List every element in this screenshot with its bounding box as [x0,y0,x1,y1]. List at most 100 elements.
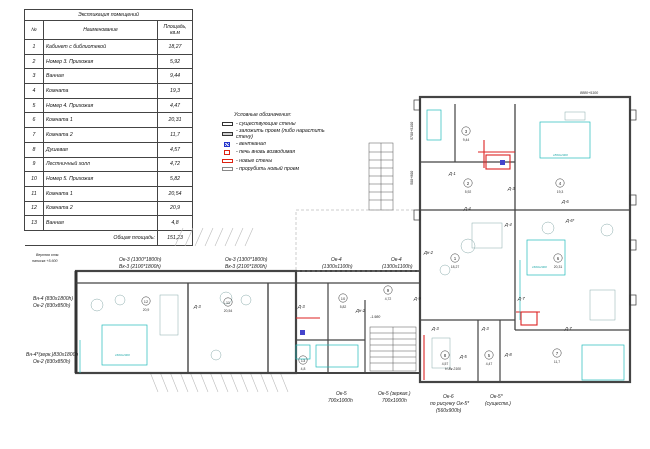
svg-text:700x1000h: 700x1000h [328,398,353,404]
svg-text:Верхняя отм.: Верхняя отм. [36,253,59,257]
cell-area: 19,3 [157,83,193,99]
total-label: Общая площадь: [24,229,158,246]
svg-text:19,3: 19,3 [557,190,564,194]
svg-text:(1300x1100h): (1300x1100h) [322,264,353,270]
svg-text:4,8: 4,8 [301,367,306,371]
svg-text:Д-7: Д-7 [564,326,572,331]
svg-text:4,72: 4,72 [385,297,392,301]
svg-text:Д-3: Д-3 [431,326,439,331]
svg-text:3: 3 [465,129,468,134]
svg-text:написка +5.600: написка +5.600 [32,259,58,263]
vent-icon [224,141,230,147]
legend-text: - заложить проем (либо нарастить стену) [236,128,325,141]
legend-text: - существующие стены [236,121,296,128]
fixtures [79,109,625,381]
svg-text:-1.980: -1.980 [370,315,380,319]
svg-text:Вк-3 (2100*1800h): Вк-3 (2100*1800h) [119,264,161,270]
svg-text:20,9: 20,9 [143,308,150,312]
svg-text:12: 12 [144,299,149,304]
svg-text:Д-4: Д-4 [504,222,512,227]
svg-text:11: 11 [226,300,231,305]
svg-text:Дн-2: Дн-2 [355,308,366,313]
header-area: Площадь, кв.м [157,20,193,40]
svg-text:1: 1 [454,256,457,261]
svg-text:4,57: 4,57 [442,362,449,366]
svg-text:9: 9 [387,288,390,293]
svg-text:8: 8 [444,353,447,358]
roof-hatch-bottom [149,371,289,393]
stairs-upper [368,142,394,211]
legend-swatch-new [222,158,233,163]
room-marker-4: 419,3 [555,178,565,194]
svg-text:10: 10 [341,296,346,301]
svg-text:20,54: 20,54 [224,309,233,313]
left-wing-outline [74,269,298,375]
legend-text: - прорубить новый проем [236,165,300,172]
legend-swatch-existing [222,122,233,127]
legend-item-stove: - печь вновь возводимая [222,148,342,156]
room-schedule-table: Экспликация помещений № Наименование Пло… [24,9,193,246]
total-value: 151,23 [157,229,193,246]
legend-item-vent: - вентканал [222,140,342,148]
svg-text:Н-Вк 2100: Н-Вк 2100 [445,367,461,371]
room-marker-6: 620,31 [553,253,563,269]
room-marker-7: 711,7 [552,348,562,364]
legend-item-filled: - заложить проем (либо нарастить стену) [222,128,342,140]
svg-text:Ок-3 (1300*1800h): Ок-3 (1300*1800h) [225,257,268,263]
room-marker-10: 105,82 [338,293,348,309]
svg-text:1600x2000: 1600x2000 [115,353,130,357]
legend: Условные обозначения: - существующие сте… [222,112,342,173]
svg-text:5700+5100: 5700+5100 [410,122,414,140]
svg-text:1800x2000: 1800x2000 [553,153,568,157]
cell-area: 20,9 [157,200,193,217]
svg-text:Ок-5: Ок-5 [336,391,347,397]
legend-item-cut: - прорубить новый проем [222,165,342,173]
vent-icon [500,160,505,165]
svg-text:2: 2 [467,181,470,186]
svg-text:Д-9: Д-9 [413,296,421,301]
legend-text: - новые стены [236,157,273,164]
room-marker-9: 94,72 [383,285,393,301]
svg-text:Ок-4: Ок-4 [331,257,342,263]
svg-text:7: 7 [556,351,559,356]
svg-text:5: 5 [488,353,491,358]
svg-text:Дн-2: Дн-2 [423,250,434,255]
svg-text:13: 13 [301,358,306,363]
svg-text:Ок-6: Ок-6 [443,394,454,400]
vent-icon [300,330,305,335]
bed-labels: 1800x2000 1600x2000 1600x2000 [115,153,568,357]
table-total-row: Общая площадь:151,23 [24,229,193,246]
svg-text:18,27: 18,27 [451,265,460,269]
svg-text:(560x900h): (560x900h) [436,408,462,414]
room-markers: 118,27 25,92 39,44 419,3 54,47 620,31 71… [141,126,565,371]
balcony-outline [295,209,421,272]
roof-hatch-top [174,227,254,247]
cell-area: 20,31 [157,112,193,129]
svg-text:Ок-2 (830x850h): Ок-2 (830x850h) [33,303,71,309]
svg-text:по рисунку Ок-5*: по рисунку Ок-5* [430,401,470,407]
svg-text:700x1000h: 700x1000h [382,398,407,404]
vent-marks [300,160,505,335]
legend-item-existing: - существующие стены [222,120,342,128]
legend-text: - вентканал [236,141,266,148]
cell-name: Комната 1 [43,112,158,129]
svg-text:(1300x1100h): (1300x1100h) [382,264,413,270]
svg-text:Ок-2 (830x850h): Ок-2 (830x850h) [33,359,71,365]
svg-text:(существ.): (существ.) [485,401,511,407]
svg-text:Д-7: Д-7 [517,296,525,301]
furniture [90,111,616,369]
legend-item-new: - новые стены [222,157,342,165]
right-block-outline [418,95,632,384]
pilasters [413,99,637,306]
stove-icon [224,149,230,155]
svg-text:9,44: 9,44 [463,138,470,142]
